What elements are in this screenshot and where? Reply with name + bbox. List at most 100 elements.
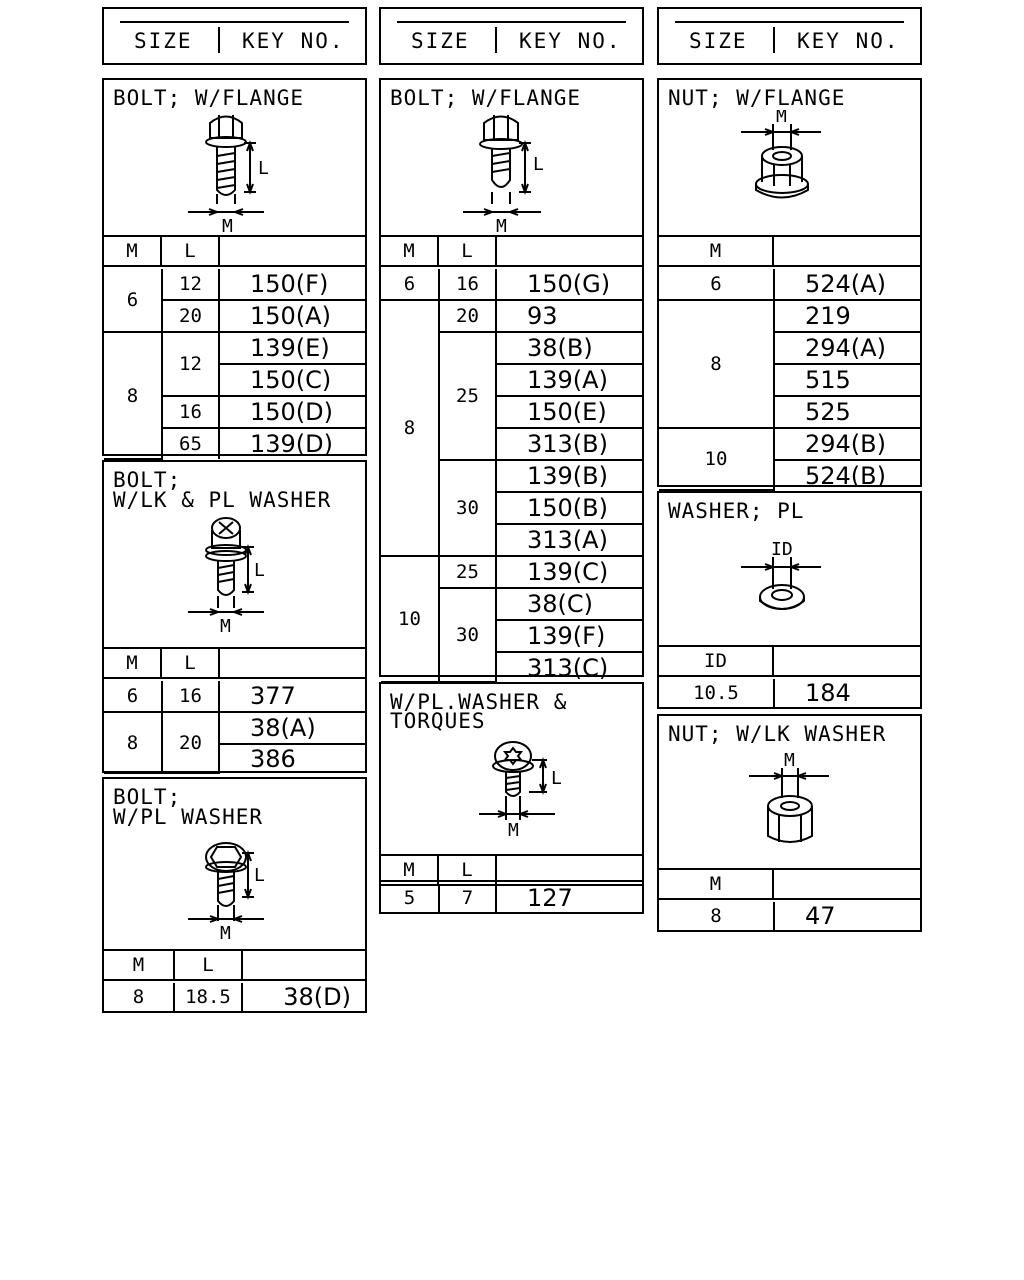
m-dimension-label: M [220, 923, 231, 944]
panel-title-line2: W/LK & PL WASHER [113, 488, 332, 512]
key-number-cell: 38(B) [495, 331, 642, 365]
key-number-cell: 139(A) [496, 363, 642, 397]
header-box-1: SIZE KEY NO. [102, 7, 367, 65]
key-number-cell: 38(C) [495, 587, 642, 621]
key-number-cell: 524(A) [773, 269, 920, 301]
table-cell: 30 [439, 587, 497, 683]
key-number-cell: 38(D) [241, 983, 365, 1011]
header-double-rule [104, 979, 365, 981]
col-m-label: M [126, 652, 138, 674]
table-cell: 12 [161, 331, 220, 397]
key-number-cell: 313(A) [496, 523, 642, 557]
header-box-2: SIZE KEY NO. [379, 7, 644, 65]
table-cell: 25 [439, 331, 497, 461]
key-number-cell: 525 [774, 395, 920, 429]
table-cell: 7 [438, 884, 497, 912]
header-key-label: KEY NO. [797, 29, 900, 53]
col-m-label: M [132, 954, 145, 976]
key-number-cell: 150(D) [218, 395, 365, 429]
table-cell: 8 [659, 299, 775, 429]
panel-title-line1: BOLT; [113, 785, 182, 809]
col-l-label: L [202, 954, 214, 976]
col-l-label: L [184, 652, 196, 674]
table-cell: 8 [104, 711, 163, 774]
panel-title: NUT; W/FLANGE [668, 86, 846, 110]
flange-bolt-icon: L M [463, 115, 544, 236]
torx-bolt-icon: L M [479, 741, 562, 841]
header-size-label: SIZE [411, 29, 470, 53]
key-number-cell: 377 [218, 681, 365, 713]
key-number-cell: 515 [774, 363, 920, 397]
key-number-cell: 139(D) [218, 427, 365, 459]
header-rule [675, 21, 904, 23]
panel-title-line2: W/PL WASHER [113, 805, 264, 829]
key-number-cell: 313(C) [496, 651, 642, 682]
table-cell: 25 [438, 555, 497, 589]
header-box-3: SIZE KEY NO. [657, 7, 922, 65]
table-cell: 65 [162, 427, 220, 459]
table-cell: 6 [104, 681, 163, 713]
header-double-rule [381, 880, 642, 882]
panel-title-line2: TORQUES [390, 709, 486, 733]
header-double-rule [659, 898, 920, 900]
m-dimension-label: M [220, 616, 231, 637]
m-dimension-label: M [496, 216, 507, 236]
key-number-cell: 150(F) [218, 269, 365, 301]
column-header: M [659, 868, 920, 900]
header-key-label: KEY NO. [519, 29, 622, 53]
header-divider [773, 27, 775, 53]
key-number-cell: 386 [219, 743, 365, 773]
panel-title: BOLT; W/FLANGE [113, 86, 305, 110]
key-number-cell: 313(B) [496, 427, 642, 461]
key-number-cell: 150(C) [219, 363, 365, 397]
flange-nut-icon: M [741, 110, 821, 199]
col-m-label: M [126, 240, 138, 262]
key-number-cell: 294(B) [773, 427, 920, 461]
header-divider [218, 27, 220, 53]
header-size-label: SIZE [134, 29, 193, 53]
m-dimension-label: M [508, 820, 519, 841]
column-header: M L [104, 647, 365, 679]
col-m-label: M [709, 873, 722, 895]
column-header: M [659, 235, 920, 267]
panel-title: NUT; W/LK WASHER [668, 722, 887, 746]
header-double-rule [104, 265, 365, 267]
l-dimension-label: L [258, 158, 269, 179]
key-number-cell: 184 [773, 679, 920, 707]
lock-nut-icon: M [749, 750, 829, 843]
plain-washer-icon: ID [741, 539, 821, 610]
header-key-label: KEY NO. [242, 29, 345, 53]
col-l-label: L [461, 859, 473, 881]
table-cell: 10.5 [659, 679, 775, 707]
column-header: M L [104, 949, 365, 981]
panel-title: BOLT; W/FLANGE [390, 86, 582, 110]
col-m-label: M [403, 240, 415, 262]
flange-bolt-icon: L M [188, 115, 269, 236]
l-dimension-label: L [254, 865, 265, 886]
key-number-cell: 150(G) [495, 269, 642, 301]
col-l-label: L [184, 240, 196, 262]
header-rule [120, 21, 349, 23]
table-cell: 8 [104, 331, 163, 460]
key-number-cell: 139(B) [495, 459, 642, 493]
panel-title-line1: W/PL.WASHER & [390, 690, 568, 714]
table-cell: 20 [161, 711, 220, 774]
column-header: M L [381, 235, 642, 267]
key-number-cell: 150(B) [496, 491, 642, 525]
table-cell: 16 [161, 681, 220, 713]
header-rule [397, 21, 626, 23]
col-m-label: M [709, 240, 722, 262]
table-cell: 18.5 [173, 983, 243, 1011]
table-cell: 20 [438, 299, 497, 333]
